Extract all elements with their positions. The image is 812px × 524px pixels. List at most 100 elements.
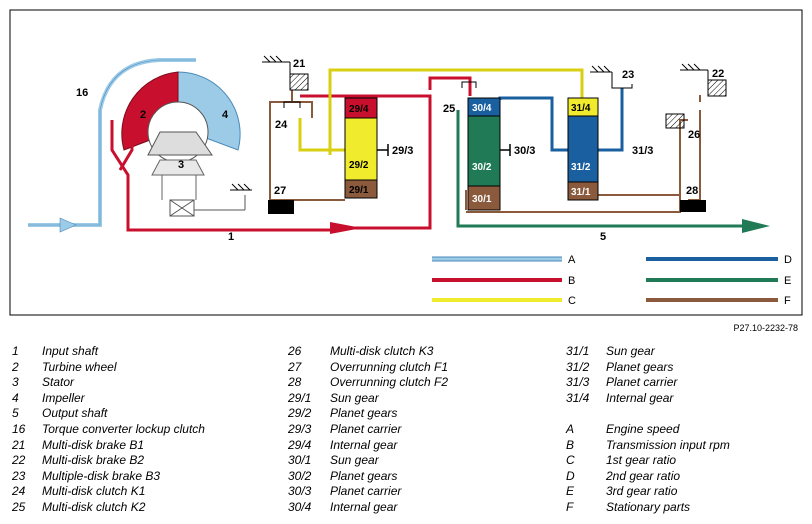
block-label-31-4: 31/4 (571, 103, 591, 114)
legend-key: 30/2 (288, 468, 312, 483)
block-label-29-2: 29/2 (349, 160, 369, 171)
legend-key: F (566, 499, 574, 514)
brake-b1 (289, 73, 309, 91)
legend-letter-f: F (784, 295, 791, 307)
legend-key: 25 (12, 499, 26, 514)
block-label-30-2: 30/2 (472, 162, 492, 173)
brake-b2 (707, 79, 727, 97)
legend-value: Sun gear (330, 390, 379, 405)
block-label-30-4: 30/4 (472, 103, 492, 114)
label-30-3: 30/3 (514, 145, 535, 157)
block-label-31-1: 31/1 (571, 187, 591, 198)
block-label-29-4: 29/4 (349, 104, 369, 115)
legend-item: 30/2 Planet gears (288, 469, 448, 485)
input-shaft-path (110, 76, 472, 232)
legend-letter-d: D (784, 254, 792, 266)
legend-value: Stationary parts (606, 499, 691, 514)
legend-item (566, 406, 730, 422)
legend-key: 24 (12, 484, 26, 499)
legend-item: 31/2 Planet gears (566, 360, 730, 376)
brake-b3-ground (590, 65, 633, 89)
clutch-k2 (461, 81, 477, 88)
output-shaft-arrow (742, 219, 770, 233)
legend-key: 29/2 (288, 406, 312, 421)
line-legend: A B C D E F (432, 254, 792, 307)
engine-speed-path (28, 58, 196, 227)
second-gear-path (498, 88, 624, 152)
block-30-green (467, 115, 501, 187)
legend-value: Internal gear (330, 499, 398, 514)
legend-value: Transmission input rpm (606, 437, 730, 452)
legend-value: Impeller (42, 390, 85, 405)
legend-key: E (566, 484, 575, 499)
figure-reference: P27.10-2232-78 (733, 323, 798, 333)
label-lockup-clutch: 16 (76, 87, 88, 99)
legend-item: B Transmission input rpm (566, 438, 730, 454)
legend-key: 5 (12, 406, 19, 421)
overrunning-clutch-f2 (680, 200, 706, 212)
label-clutch-f2: 28 (686, 185, 698, 197)
label-clutch-k2: 25 (443, 103, 455, 115)
third-gear-path (456, 110, 742, 228)
legend-value: Input shaft (42, 344, 99, 358)
legend-key: 3 (12, 375, 19, 390)
brake-b2-ground (680, 63, 709, 80)
legend-value: Overrunning clutch F2 (330, 375, 449, 390)
legend-key: C (566, 453, 575, 468)
stator (147, 131, 213, 156)
legend-key: 1 (12, 344, 19, 358)
label-brake-b3: 23 (622, 69, 634, 81)
legend-key: 30/3 (288, 484, 312, 499)
legend-letter-b: B (568, 275, 575, 287)
legend-key: 2 (12, 359, 19, 374)
legend-value: Output shaft (42, 406, 108, 421)
legend-letter-a: A (568, 254, 576, 266)
legend-key: B (566, 437, 575, 452)
legend-key: 31/2 (566, 359, 590, 374)
ground-symbol (230, 183, 252, 191)
legend-value: Engine speed (606, 421, 680, 436)
label-29-3: 29/3 (392, 145, 413, 157)
legend-value: Planet carrier (606, 375, 678, 390)
legend-key: 22 (12, 453, 26, 468)
legend-value: Planet carrier (330, 421, 402, 436)
legend-item: C 1st gear ratio (566, 453, 730, 469)
legend-item: 4 Impeller (12, 391, 205, 407)
legend-value: 1st gear ratio (606, 453, 677, 468)
block-31-blue (567, 115, 599, 183)
label-clutch-k1: 24 (275, 119, 288, 131)
block-label-29-1: 29/1 (349, 185, 369, 196)
legend-key: 4 (12, 390, 19, 405)
legend-value: Planet gears (606, 359, 674, 374)
legend-key: 27 (288, 359, 302, 374)
block-label-31-2: 31/2 (571, 162, 591, 173)
legend-value: Planet gears (330, 468, 398, 483)
transmission-power-flow-diagram: 1 2 3 4 5 16 21 22 23 24 25 26 27 28 29/… (9, 9, 803, 316)
legend-letter-e: E (784, 275, 791, 287)
legend-value: Stator (42, 375, 75, 390)
legend-value: Planet gears (330, 406, 398, 421)
clutch-k3 (665, 113, 685, 129)
legend-key: 31/3 (566, 375, 590, 390)
overrunning-clutch-f1 (268, 200, 294, 214)
block-29-1 (344, 179, 378, 199)
block-30-1 (467, 185, 501, 211)
